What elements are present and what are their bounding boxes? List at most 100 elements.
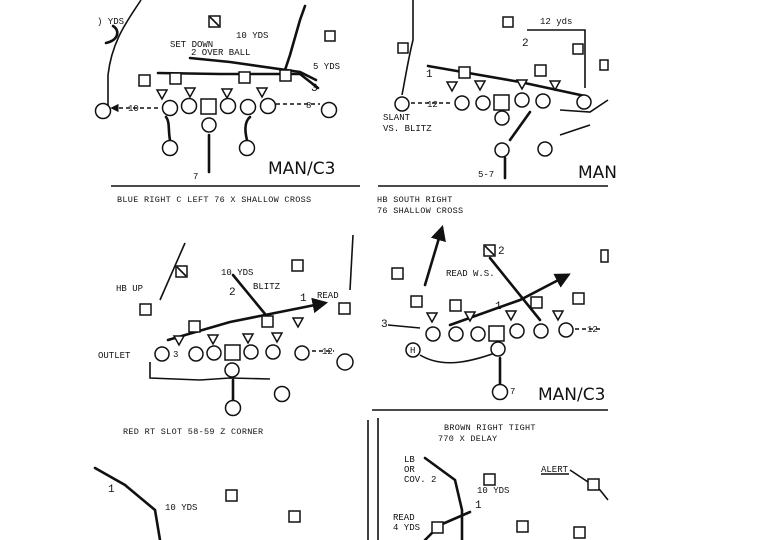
route-line — [93, 466, 162, 540]
defense-note: MAN — [578, 163, 617, 183]
center-square — [493, 94, 510, 111]
one-label: 1 — [475, 500, 482, 512]
route-line — [159, 242, 186, 301]
defender-square — [279, 69, 292, 82]
seven-label: 7 — [510, 387, 515, 397]
defender-triangle — [172, 335, 186, 347]
lineman-circle — [509, 323, 525, 339]
play-diagram-1: ) YDS 10 YDS SET DOWN 2 OVER BALL 5 YDS … — [94, 0, 360, 205]
lineman-circle — [259, 97, 277, 115]
route-line — [244, 115, 252, 142]
center-square — [200, 98, 217, 115]
lineman-circle — [535, 93, 551, 109]
lb-label: LB — [404, 455, 415, 465]
cov2-label: COV. 2 — [404, 475, 436, 485]
defender-square — [324, 30, 336, 42]
defender-square — [600, 249, 609, 263]
three-label: 3 — [173, 350, 178, 360]
play-caption: BLUE RIGHT C LEFT 76 X SHALLOW CROSS — [117, 195, 311, 205]
defender-square — [391, 267, 404, 280]
route-line — [349, 234, 354, 291]
lineman-circle — [470, 326, 486, 342]
defender-triangle — [425, 312, 439, 324]
three-label: 3 — [381, 319, 388, 331]
route-line — [387, 324, 421, 329]
play-caption-line1: HB SOUTH RIGHT — [377, 195, 453, 205]
lineman-circle — [514, 92, 530, 108]
route-line — [559, 99, 609, 113]
quarterback-circle — [201, 117, 217, 133]
play-caption-line2: 76 SHALLOW CROSS — [377, 206, 463, 216]
route-line — [149, 362, 271, 381]
three-label: 3 — [311, 83, 318, 95]
ten-yds-label: 10 YDS — [165, 503, 197, 513]
twelve-yds-label: 12 yds — [540, 17, 572, 27]
defender-triangle — [551, 310, 565, 322]
play-diagram-3: 10 YDS HB UP 2 BLITZ 1 READ OUTLET 3 12 — [98, 234, 354, 437]
defender-square — [483, 473, 496, 486]
play-caption: RED RT SLOT 58-59 Z CORNER — [123, 427, 263, 437]
defender-square — [288, 510, 301, 523]
play-diagram-2: 12 yds 2 1 12 SLANT VS. BLITZ 5-7 MAN — [377, 0, 617, 216]
defender-square — [572, 292, 585, 305]
play-caption-line1: BROWN RIGHT TIGHT — [444, 423, 536, 433]
defender-square — [573, 526, 586, 539]
defender-triangle — [445, 81, 459, 93]
blitz-label: BLITZ — [253, 282, 281, 292]
slant-label: SLANT — [383, 113, 411, 123]
or-label: OR — [404, 465, 415, 475]
route-line — [188, 56, 318, 82]
route-line — [508, 110, 532, 142]
defender-square — [410, 295, 423, 308]
play-caption-line2: 770 X DELAY — [438, 434, 497, 444]
set-down-label: SET DOWN — [170, 40, 213, 50]
halfback-circle — [405, 342, 421, 358]
defender-square — [431, 521, 444, 534]
back-circle — [491, 383, 509, 401]
quarterback-circle — [224, 362, 240, 378]
defender-square — [139, 303, 152, 316]
route-bracket — [104, 24, 119, 45]
quarterback-circle — [494, 110, 510, 126]
vs-blitz-label: VS. BLITZ — [383, 124, 432, 134]
defender-square — [261, 315, 274, 328]
back-circle — [161, 139, 179, 157]
lineman-circle — [533, 323, 549, 339]
defender-triangle — [241, 333, 255, 345]
route-line — [156, 71, 320, 90]
route-line — [419, 351, 499, 364]
defender-square — [138, 74, 151, 87]
lineman-circle — [475, 95, 491, 111]
hb-up-label: HB UP — [116, 284, 143, 294]
defender-hatch — [176, 266, 187, 277]
route-line — [166, 297, 329, 342]
play-diagram-4: 2 READ W.S. 1 3 12 H 7 MAN/C3 — [372, 225, 609, 411]
read-ws-label: READ W.S. — [446, 269, 495, 279]
receiver-circle — [94, 102, 112, 120]
defender-triangle — [155, 89, 169, 101]
alert-label: ALERT — [541, 465, 569, 475]
two-label: 2 — [522, 38, 529, 50]
defender-square — [225, 489, 238, 502]
lineman-circle — [219, 97, 237, 115]
defender-square — [587, 478, 600, 491]
defender-triangle — [473, 80, 487, 92]
route-line — [527, 29, 586, 88]
lineman-circle — [206, 345, 222, 361]
one-label: 1 — [426, 69, 433, 81]
defender-triangle — [463, 311, 477, 323]
ten-yds-label: 10 YDS — [477, 486, 509, 496]
lineman-circle — [558, 322, 574, 338]
seven-label: 7 — [193, 172, 198, 182]
lineman-circle — [180, 97, 198, 115]
lineman-circle — [576, 94, 592, 110]
defender-triangle — [291, 317, 305, 329]
defender-triangle — [270, 332, 284, 344]
lineman-circle — [425, 326, 441, 342]
lineman-circle — [265, 344, 281, 360]
lineman-circle — [454, 95, 470, 111]
twelve-label: 12 — [322, 347, 333, 357]
defender-square — [599, 59, 609, 71]
route-line — [283, 4, 307, 72]
defender-triangle — [255, 87, 269, 99]
